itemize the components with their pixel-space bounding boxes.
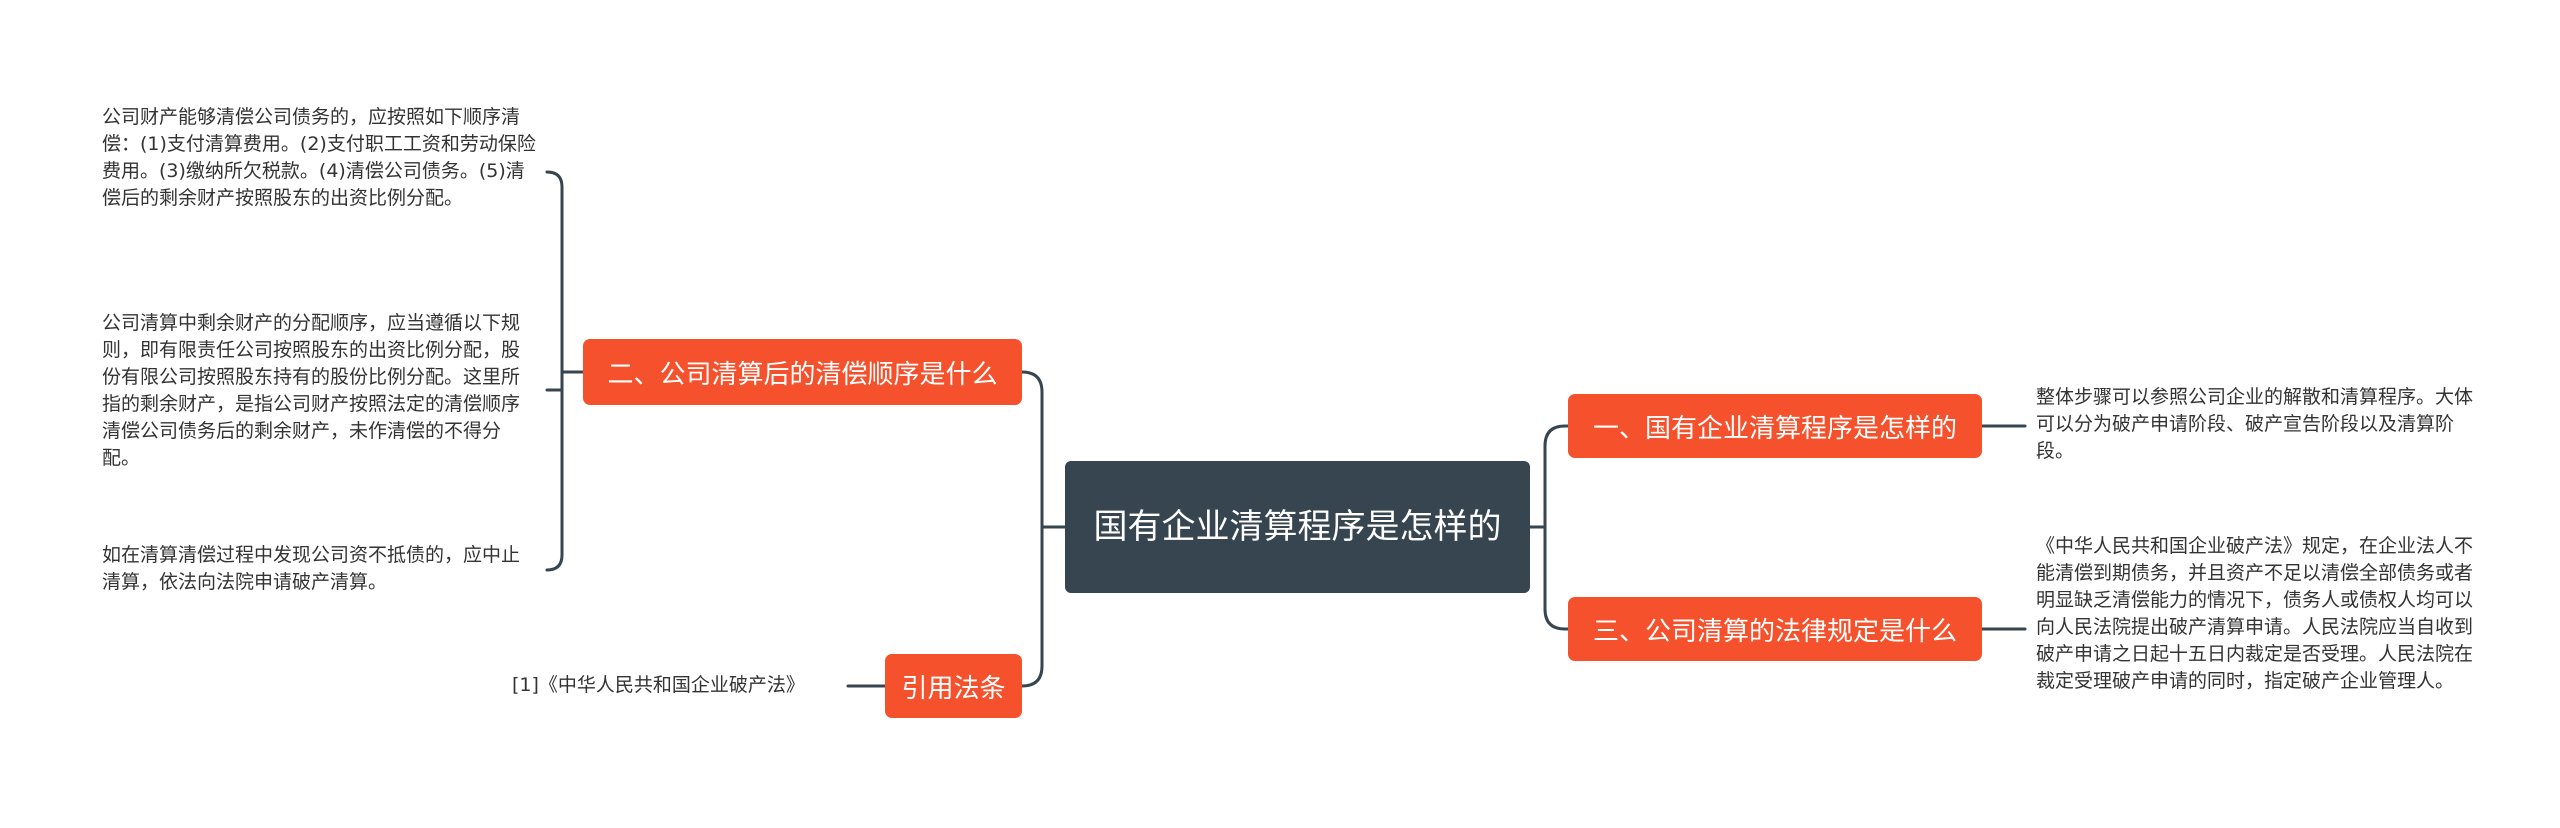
branch-label: 三、公司清算的法律规定是什么 [1592, 616, 1957, 647]
leaf-text-legal-provisions: 《中华人民共和国企业破产法》规定，在企业法人不能清偿到期债务，并且资产不足以清偿… [2036, 535, 2474, 692]
central-topic[interactable]: 国有企业清算程序是怎样的 [1065, 461, 1530, 593]
edge-center-to-b2 [1020, 370, 1044, 529]
leaf-text-repayment-order: 公司财产能够清偿公司债务的，应按照如下顺序清偿：(1)支付清算费用。(2)支付职… [102, 106, 536, 209]
branch-node-cited-law[interactable]: 引用法条 [885, 654, 1022, 718]
edge-center-to-b4 [1020, 525, 1044, 688]
edge-center-to-b3 [1543, 525, 1570, 631]
leaf-text-residual-distribution: 公司清算中剩余财产的分配顺序，应当遵循以下规则，即有限责任公司按照股东的出资比例… [102, 312, 521, 469]
edge-b2-bracket [545, 170, 564, 572]
branch-label: 引用法条 [901, 673, 1006, 704]
branch-label: 二、公司清算后的清偿顺序是什么 [607, 359, 998, 390]
branch-node-repayment-order[interactable]: 二、公司清算后的清偿顺序是什么 [583, 339, 1022, 405]
branch-node-legal-provisions[interactable]: 三、公司清算的法律规定是什么 [1568, 597, 1982, 661]
branch-node-procedure[interactable]: 一、国有企业清算程序是怎样的 [1568, 394, 1982, 458]
edge-center-to-b1 [1543, 424, 1570, 529]
leaf-text-insolvency-note: 如在清算清偿过程中发现公司资不抵债的，应中止清算，依法向法院申请破产清算。 [102, 544, 521, 593]
branch-label: 一、国有企业清算程序是怎样的 [1592, 413, 1957, 444]
leaf-text-cited-law[interactable]: [1]《中华人民共和国企业破产法》 [512, 674, 805, 696]
leaf-text-procedure-summary: 整体步骤可以参照公司企业的解散和清算程序。大体可以分为破产申请阶段、破产宣告阶段… [2036, 386, 2474, 462]
central-topic-text: 国有企业清算程序是怎样的 [1093, 507, 1502, 547]
